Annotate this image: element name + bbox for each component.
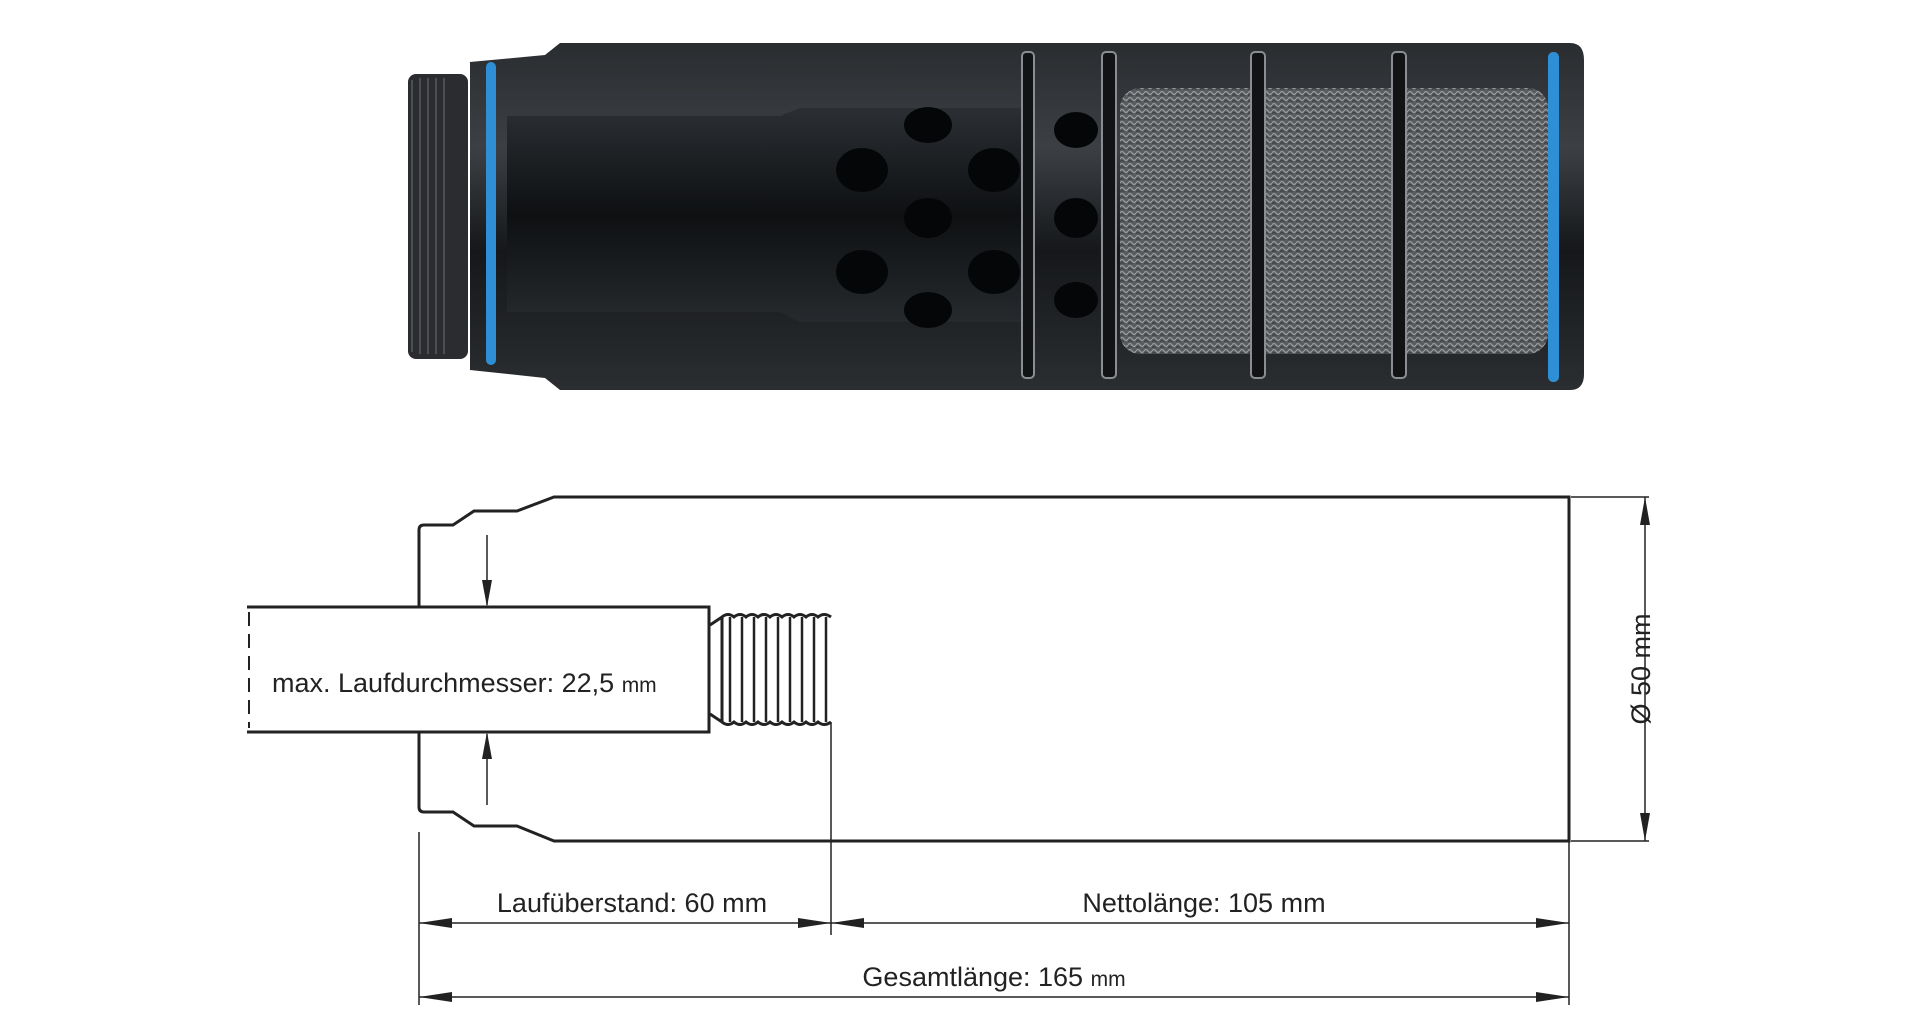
body-outline (417, 495, 1571, 843)
diameter-label: Ø 50 mm (1626, 613, 1656, 724)
blue-o-ring-left (486, 62, 496, 365)
barrel-outline (247, 605, 711, 734)
bore (507, 108, 1030, 322)
barrel-diameter-label: max. Laufdurchmesser: 22,5 mm (272, 668, 657, 698)
technical-drawing (247, 495, 1649, 1005)
steel-mesh (1120, 88, 1548, 354)
suppressor-photo (408, 43, 1584, 390)
blue-o-ring-right (1548, 52, 1559, 382)
net-length-label: Nettolänge: 105 mm (1082, 888, 1325, 918)
total-length-label: Gesamtlänge: 165 mm (862, 962, 1125, 992)
baffles (1021, 51, 1407, 379)
overhang-label: Laufüberstand: 60 mm (497, 888, 767, 918)
thread-ring (408, 74, 468, 359)
dimension-arrows (419, 497, 1650, 1002)
barrel-thread (709, 613, 832, 726)
ports (836, 107, 1098, 328)
